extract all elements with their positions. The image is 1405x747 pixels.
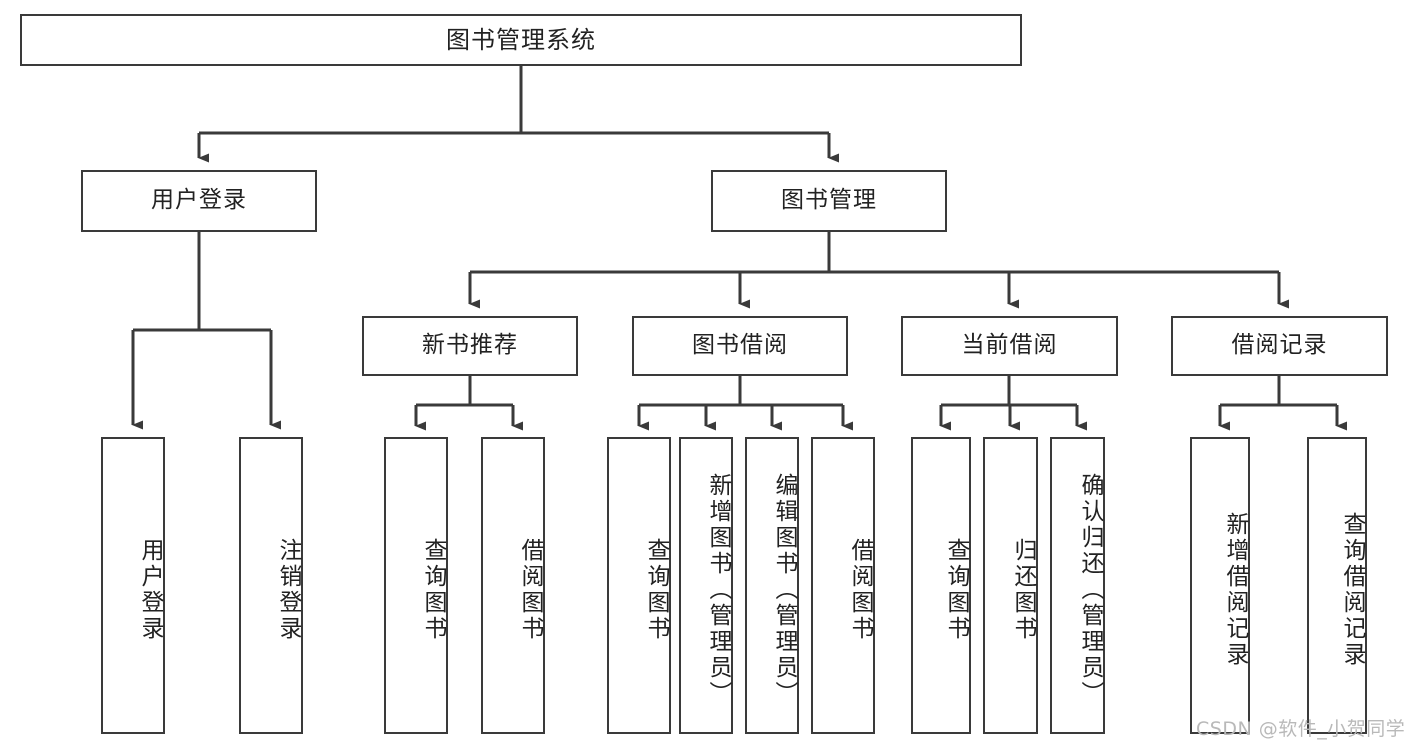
leaf-label: 查询图书 bbox=[943, 537, 969, 642]
node-leaf-1[interactable]: 注销登录 bbox=[239, 437, 303, 734]
node-level3-1[interactable]: 图书借阅 bbox=[632, 316, 848, 376]
node-leaf-8[interactable]: 查询图书 bbox=[911, 437, 971, 734]
leaf-label: 查询图书 bbox=[420, 537, 446, 642]
leaf-label: 用户登录 bbox=[137, 537, 163, 642]
node-level2-0[interactable]: 用户登录 bbox=[81, 170, 317, 232]
node-leaf-12[interactable]: 查询借阅记录 bbox=[1307, 437, 1367, 734]
node-leaf-9[interactable]: 归还图书 bbox=[983, 437, 1038, 734]
leaf-label: 查询图书 bbox=[643, 537, 669, 642]
leaf-label: 确认归还（管理员） bbox=[1077, 472, 1103, 707]
leaf-label: 借阅图书 bbox=[517, 537, 543, 642]
node-leaf-4[interactable]: 查询图书 bbox=[607, 437, 671, 734]
node-leaf-7[interactable]: 借阅图书 bbox=[811, 437, 875, 734]
leaf-label: 借阅图书 bbox=[847, 537, 873, 642]
node-leaf-11[interactable]: 新增借阅记录 bbox=[1190, 437, 1250, 734]
leaf-label: 新增借阅记录 bbox=[1222, 511, 1248, 668]
node-level3-0[interactable]: 新书推荐 bbox=[362, 316, 578, 376]
node-level3-3[interactable]: 借阅记录 bbox=[1171, 316, 1388, 376]
csdn-watermark: CSDN @软件_小贺同学 bbox=[1196, 718, 1405, 740]
node-leaf-5[interactable]: 新增图书（管理员） bbox=[679, 437, 733, 734]
node-level2-1[interactable]: 图书管理 bbox=[711, 170, 947, 232]
node-root[interactable]: 图书管理系统 bbox=[20, 14, 1022, 66]
leaf-label: 注销登录 bbox=[275, 537, 301, 642]
leaf-label: 编辑图书（管理员） bbox=[771, 472, 797, 707]
node-leaf-2[interactable]: 查询图书 bbox=[384, 437, 448, 734]
node-leaf-6[interactable]: 编辑图书（管理员） bbox=[745, 437, 799, 734]
leaf-label: 归还图书 bbox=[1010, 537, 1036, 642]
node-leaf-10[interactable]: 确认归还（管理员） bbox=[1050, 437, 1105, 734]
node-leaf-0[interactable]: 用户登录 bbox=[101, 437, 165, 734]
leaf-label: 查询借阅记录 bbox=[1339, 511, 1365, 668]
node-level3-2[interactable]: 当前借阅 bbox=[901, 316, 1118, 376]
leaf-label: 新增图书（管理员） bbox=[705, 472, 731, 707]
node-leaf-3[interactable]: 借阅图书 bbox=[481, 437, 545, 734]
